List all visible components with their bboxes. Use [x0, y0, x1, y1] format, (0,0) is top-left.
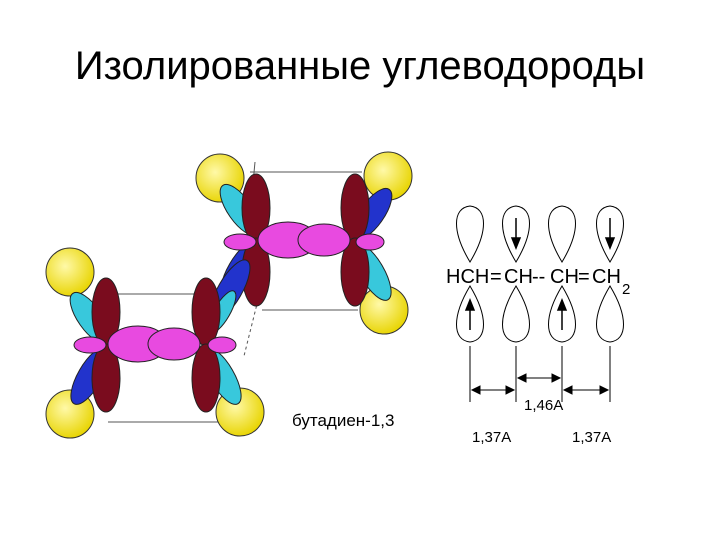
carbon-orbital-b [340, 173, 393, 307]
dimension-lines [469, 346, 611, 402]
p-orbital-column-2 [502, 205, 530, 343]
formula-part: = [578, 266, 590, 288]
molecule-label: бутадиен-1,3 [292, 411, 394, 430]
slide-title: Изолированные углеводороды [74, 44, 646, 88]
carbon-orbital-c [69, 277, 121, 413]
formula-part: HCH [446, 266, 489, 288]
bond-length-right: 1,37A [572, 429, 611, 446]
spin-arrows [464, 218, 616, 330]
formula-part: -- [532, 266, 545, 288]
sigma-bond-upper [257, 221, 351, 259]
formula-part: CH [504, 266, 533, 288]
formula-part: CH [550, 266, 579, 288]
formula: HCH = CH -- CH = CH 2 [446, 266, 630, 298]
hydrogen-orbital [45, 247, 95, 297]
formula-part: CH [592, 266, 621, 288]
bond-length-left: 1,37A [472, 429, 511, 446]
sigma-bond-lower [107, 325, 201, 363]
formula-part: = [490, 266, 502, 288]
carbon-orbital-d [191, 277, 242, 413]
bond-length-middle: 1,46A [524, 397, 563, 414]
formula-subscript: 2 [622, 281, 630, 298]
